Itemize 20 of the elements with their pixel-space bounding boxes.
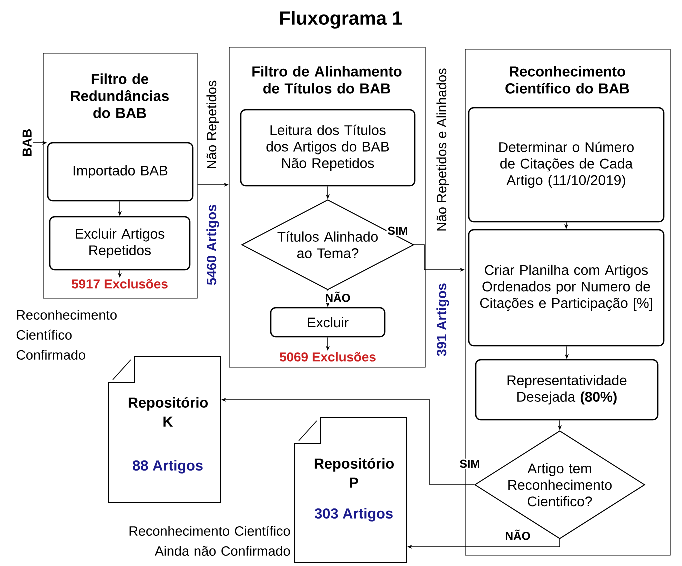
edge-label: SIM — [458, 458, 482, 470]
edge-label: SIM — [386, 226, 410, 236]
flow-label: Não Repetidos e Alinhados — [436, 68, 450, 231]
process-box: Criar Planilha com Artigos Ordenados por Numero de Citações e Participação [%] — [468, 229, 665, 347]
exclusion-count: 5069 Exclusões — [280, 352, 376, 362]
title: Fluxograma 1 — [280, 11, 402, 29]
input-label: BAB — [22, 130, 32, 156]
process-box: Leitura dos Títulos dos Artigos do BAB Não Repetidos — [240, 109, 416, 187]
process-box: Importado BAB — [47, 142, 194, 202]
edge-label: NÃO — [504, 528, 532, 542]
node-label: Reconhecimento Científico Ainda não Confirmado — [130, 526, 290, 556]
process-box: Excluir — [270, 307, 386, 338]
count-label: 5460 Artigos — [206, 205, 220, 286]
process-box: Representatividade Desejada (80%) — [475, 359, 659, 421]
count-label: 391 Artigos — [436, 284, 450, 356]
flow-label: Não Repetidos — [206, 80, 220, 169]
process-box: Excluir Artigos Repetidos — [49, 216, 191, 271]
process-box: Determinar o Número de Citações de Cada Artigo (11/10/2019) — [468, 107, 665, 223]
exclusion-count: 5917 Exclusões — [72, 279, 168, 289]
edge-label: NÃO — [324, 290, 352, 304]
